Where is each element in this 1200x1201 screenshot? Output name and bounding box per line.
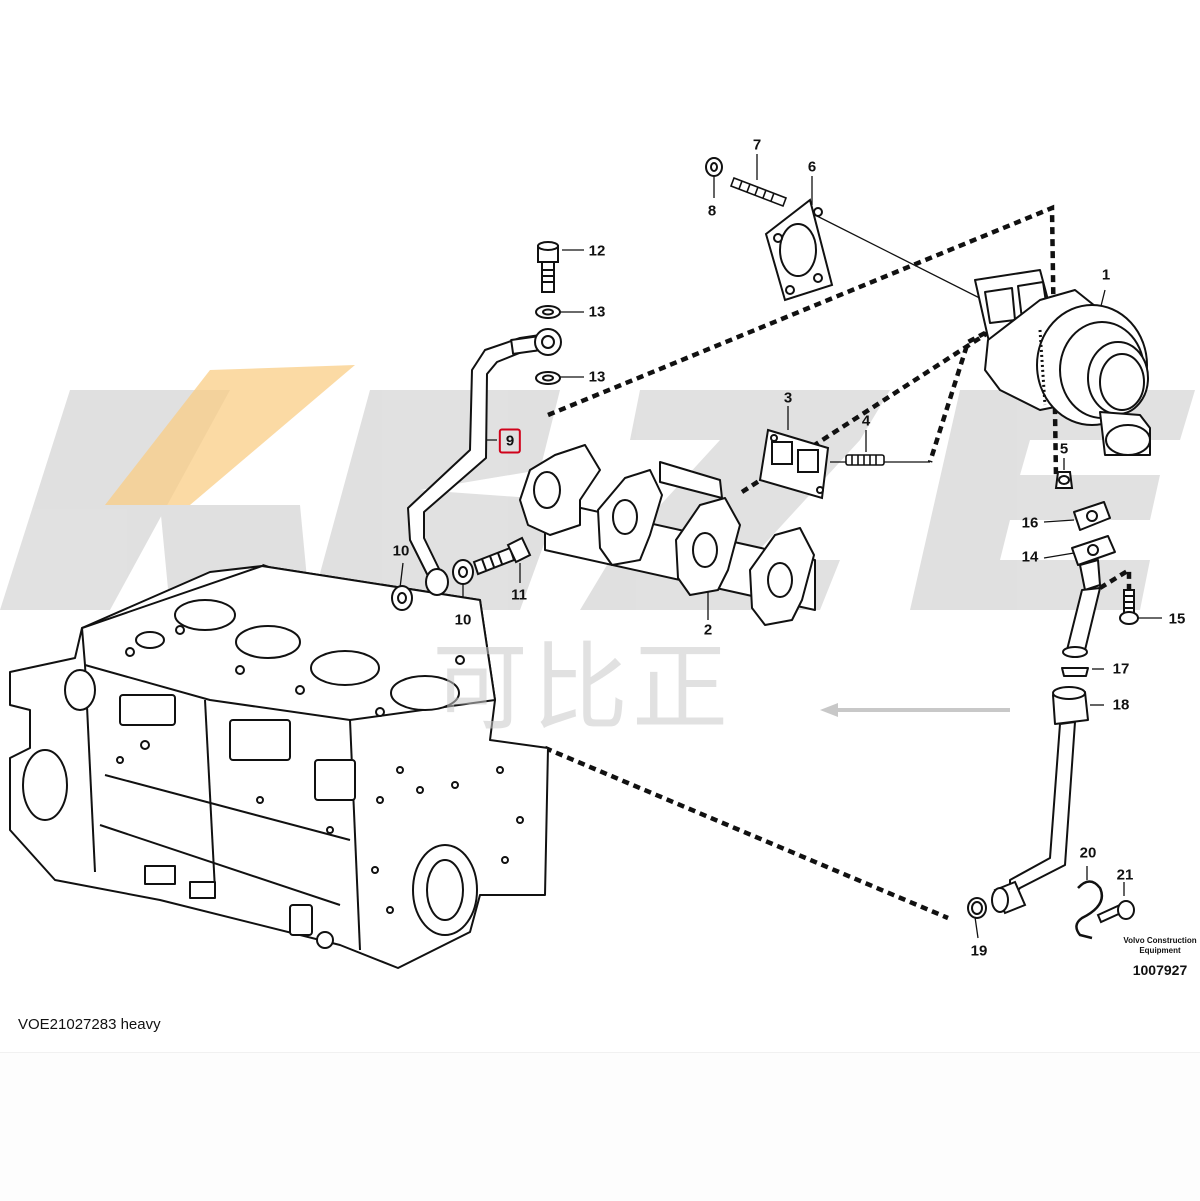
callout-8[interactable]: 8 xyxy=(707,202,717,220)
washer-10-left xyxy=(391,585,413,611)
callout-10-left[interactable]: 10 xyxy=(392,542,410,560)
callout-16[interactable]: 16 xyxy=(1021,514,1039,532)
fitting-19 xyxy=(967,880,1027,919)
bottom-band xyxy=(0,1052,1200,1201)
oil-feed-pipe-9 xyxy=(407,328,562,596)
callout-11[interactable]: 11 xyxy=(511,586,527,604)
callout-4[interactable]: 4 xyxy=(861,412,871,430)
callout-6[interactable]: 6 xyxy=(807,158,817,176)
callout-9-highlighted[interactable]: 9 xyxy=(498,428,522,454)
bolt-21 xyxy=(1096,900,1135,924)
exhaust-manifold xyxy=(519,444,816,626)
clamp-20 xyxy=(1075,880,1104,940)
washer-10-right xyxy=(452,559,474,585)
callout-12[interactable]: 12 xyxy=(588,242,606,260)
callout-13-upper[interactable]: 13 xyxy=(588,303,606,321)
stud-7 xyxy=(729,176,788,208)
callout-18[interactable]: 18 xyxy=(1112,696,1130,714)
manufacturer-name-line1: Volvo Construction xyxy=(1123,936,1197,945)
callout-21[interactable]: 21 xyxy=(1116,866,1134,884)
callout-2[interactable]: 2 xyxy=(703,621,713,639)
banjo-bolt-12 xyxy=(537,241,559,293)
part-caption: VOE21027283 heavy xyxy=(18,1016,161,1033)
gasket-6 xyxy=(764,198,834,302)
turbocharger xyxy=(974,269,1151,456)
bolt-5 xyxy=(1054,471,1074,489)
drawing-number: 1007927 xyxy=(1132,962,1188,978)
callout-19[interactable]: 19 xyxy=(970,942,988,960)
callout-5[interactable]: 5 xyxy=(1059,440,1069,458)
callout-3[interactable]: 3 xyxy=(783,389,793,407)
watermark-arrow xyxy=(820,703,1010,717)
callout-14[interactable]: 14 xyxy=(1021,548,1039,566)
callout-10-right[interactable]: 10 xyxy=(454,611,472,629)
bolt-15 xyxy=(1119,589,1139,625)
oil-return-assembly xyxy=(1009,501,1116,901)
callout-15[interactable]: 15 xyxy=(1168,610,1186,628)
nut-8 xyxy=(705,157,723,177)
washer-13-upper xyxy=(535,305,561,319)
banjo-bolt-11 xyxy=(472,536,532,576)
manufacturer-name-line2: Equipment xyxy=(1139,946,1181,955)
callout-7[interactable]: 7 xyxy=(752,136,762,154)
watermark-cjk: 可比正 xyxy=(432,632,732,744)
callout-1[interactable]: 1 xyxy=(1101,266,1111,284)
watermark-kbze xyxy=(0,365,1195,610)
callout-20[interactable]: 20 xyxy=(1079,844,1097,862)
stud-4 xyxy=(845,454,885,466)
engine-block xyxy=(9,565,549,969)
gasket-3 xyxy=(758,428,830,500)
washer-13-lower xyxy=(535,371,561,385)
callout-17[interactable]: 17 xyxy=(1112,660,1130,678)
callout-13-lower[interactable]: 13 xyxy=(588,368,606,386)
manufacturer-block: Volvo Construction Equipment 1007927 xyxy=(1114,936,1200,978)
